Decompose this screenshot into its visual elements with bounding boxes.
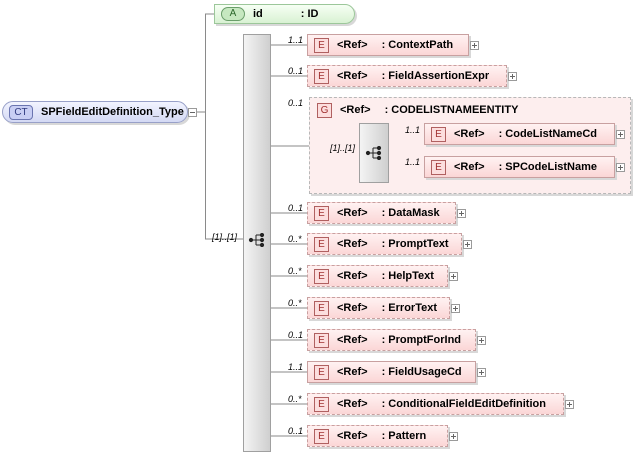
group-ref: <Ref> bbox=[340, 104, 371, 116]
element-badge: E bbox=[314, 428, 329, 444]
element-name: : PromptForInd bbox=[381, 334, 462, 346]
sequence-compositor[interactable] bbox=[243, 34, 271, 452]
element-name: : DataMask bbox=[381, 207, 440, 219]
element-errortext[interactable]: E <Ref> : ErrorText bbox=[307, 297, 450, 319]
expand-toggle[interactable] bbox=[477, 336, 486, 345]
expand-toggle[interactable] bbox=[449, 272, 458, 281]
element-cardinality: 0..* bbox=[288, 234, 302, 244]
element-badge: E bbox=[314, 300, 329, 316]
element-badge: E bbox=[314, 236, 329, 252]
element-cardinality: 1..1 bbox=[405, 125, 421, 135]
element-fieldassertionexpr[interactable]: E <Ref> : FieldAssertionExpr bbox=[307, 65, 507, 87]
attribute-badge: A bbox=[221, 7, 245, 21]
element-badge: E bbox=[314, 332, 329, 348]
group-sequence-cardinality: [1]..[1] bbox=[330, 143, 356, 153]
element-name: : ErrorText bbox=[381, 302, 437, 314]
element-codelistnamecd[interactable]: E <Ref> : CodeListNameCd bbox=[424, 123, 615, 145]
element-ref: <Ref> bbox=[454, 161, 485, 173]
element-name: : FieldUsageCd bbox=[381, 366, 462, 378]
element-name: : SPCodeListName bbox=[498, 161, 597, 173]
complex-type-badge: CT bbox=[9, 104, 33, 120]
element-name: : CodeListNameCd bbox=[498, 128, 597, 140]
element-ref: <Ref> bbox=[337, 366, 368, 378]
element-cardinality: 0..* bbox=[288, 298, 302, 308]
element-contextpath[interactable]: E <Ref> : ContextPath bbox=[307, 34, 469, 56]
element-ref: <Ref> bbox=[337, 302, 368, 314]
element-ref: <Ref> bbox=[454, 128, 485, 140]
expand-toggle[interactable] bbox=[565, 400, 574, 409]
group-name: : CODELISTNAMEENTITY bbox=[384, 104, 519, 116]
element-ref: <Ref> bbox=[337, 238, 368, 250]
element-helptext[interactable]: E <Ref> : HelpText bbox=[307, 265, 448, 287]
complex-type-box[interactable]: CT SPFieldEditDefinition_Type bbox=[2, 101, 188, 123]
element-cardinality: 0..* bbox=[288, 394, 302, 404]
attribute-name: id bbox=[253, 8, 263, 20]
element-name: : HelpText bbox=[381, 270, 434, 282]
element-cardinality: 0..1 bbox=[288, 203, 304, 213]
element-cardinality: 0..1 bbox=[288, 426, 304, 436]
element-datamask[interactable]: E <Ref> : DataMask bbox=[307, 202, 456, 224]
element-badge: E bbox=[431, 159, 446, 175]
expand-toggle[interactable] bbox=[449, 432, 458, 441]
expand-toggle[interactable] bbox=[616, 130, 625, 139]
attribute-id-box[interactable]: A id : ID bbox=[214, 4, 355, 24]
element-badge: E bbox=[314, 37, 329, 53]
element-spcodelistname[interactable]: E <Ref> : SPCodeListName bbox=[424, 156, 615, 178]
element-pattern[interactable]: E <Ref> : Pattern bbox=[307, 425, 448, 447]
element-badge: E bbox=[431, 126, 446, 142]
expand-toggle[interactable] bbox=[463, 240, 472, 249]
expand-toggle[interactable] bbox=[457, 209, 466, 218]
element-badge: E bbox=[314, 68, 329, 84]
expand-toggle[interactable] bbox=[616, 163, 625, 172]
element-badge: E bbox=[314, 205, 329, 221]
element-name: : ConditionalFieldEditDefinition bbox=[381, 398, 546, 410]
element-cardinality: 0..1 bbox=[288, 330, 304, 340]
sequence-icon bbox=[248, 233, 265, 247]
group-header: G <Ref> : CODELISTNAMEENTITY bbox=[311, 100, 518, 120]
expand-toggle[interactable] bbox=[508, 72, 517, 81]
element-prompttext[interactable]: E <Ref> : PromptText bbox=[307, 233, 462, 255]
complex-type-name: SPFieldEditDefinition_Type bbox=[41, 106, 184, 118]
element-ref: <Ref> bbox=[337, 70, 368, 82]
element-name: : ContextPath bbox=[381, 39, 454, 51]
sequence-icon bbox=[365, 146, 382, 160]
element-cardinality: 1..1 bbox=[288, 362, 304, 372]
attribute-type: : ID bbox=[300, 8, 319, 20]
element-ref: <Ref> bbox=[337, 334, 368, 346]
element-cardinality: 1..1 bbox=[288, 35, 304, 45]
element-fieldusagecd[interactable]: E <Ref> : FieldUsageCd bbox=[307, 361, 476, 383]
element-ref: <Ref> bbox=[337, 430, 368, 442]
element-ref: <Ref> bbox=[337, 398, 368, 410]
element-ref: <Ref> bbox=[337, 270, 368, 282]
expand-toggle[interactable] bbox=[451, 304, 460, 313]
element-name: : FieldAssertionExpr bbox=[381, 70, 490, 82]
element-ref: <Ref> bbox=[337, 39, 368, 51]
expand-toggle[interactable] bbox=[477, 368, 486, 377]
element-ref: <Ref> bbox=[337, 207, 368, 219]
element-cardinality: 0..* bbox=[288, 266, 302, 276]
element-cardinality: 0..1 bbox=[288, 66, 304, 76]
expand-toggle[interactable] bbox=[470, 41, 479, 50]
group-cardinality: 0..1 bbox=[288, 98, 304, 108]
element-name: : Pattern bbox=[381, 430, 427, 442]
element-promptforind[interactable]: E <Ref> : PromptForInd bbox=[307, 329, 476, 351]
group-badge: G bbox=[317, 102, 332, 118]
element-conditionalfieldeditdefinition[interactable]: E <Ref> : ConditionalFieldEditDefinition bbox=[307, 393, 564, 415]
element-name: : PromptText bbox=[381, 238, 449, 250]
element-cardinality: 1..1 bbox=[405, 157, 421, 167]
element-badge: E bbox=[314, 364, 329, 380]
element-badge: E bbox=[314, 396, 329, 412]
sequence-cardinality: [1]..[1] bbox=[212, 232, 238, 242]
collapse-toggle[interactable] bbox=[188, 108, 197, 117]
element-badge: E bbox=[314, 268, 329, 284]
